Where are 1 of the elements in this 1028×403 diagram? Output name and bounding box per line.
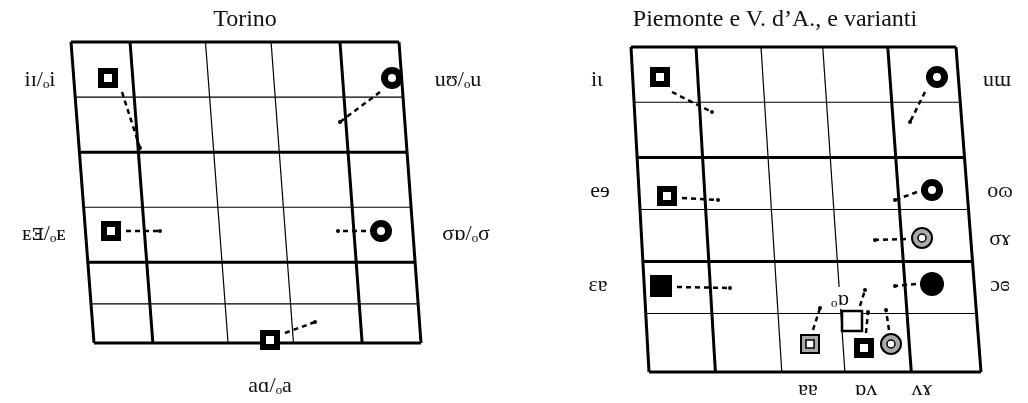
vowel-label: ₒɒ: [831, 287, 849, 309]
